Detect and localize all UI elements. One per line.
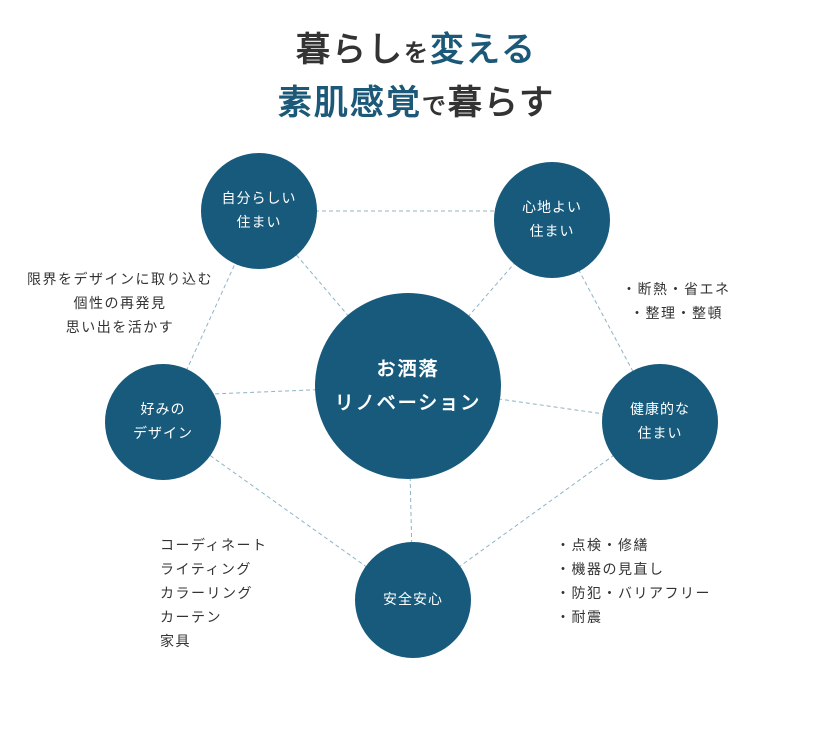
node-label: 住まい (637, 426, 683, 442)
note-line: 家具 (160, 634, 191, 650)
node-label: デザイン (133, 426, 193, 442)
title-part: 暮らす (447, 83, 556, 123)
node-right: 健康的な 住まい (602, 364, 718, 480)
note-line: ライティング (160, 562, 252, 578)
title-part: 暮らし (296, 30, 404, 70)
note-line: カーテン (160, 610, 222, 626)
note-line: 個性の再発見 (73, 296, 167, 312)
node-label: 住まい (236, 215, 282, 231)
title-part: 変える (430, 30, 537, 70)
node-label: 安全安心 (383, 592, 443, 608)
note-line: カラーリング (160, 586, 253, 602)
node-label: お洒落 (376, 358, 440, 380)
node-top-right: 心地よい 住まい (494, 162, 610, 278)
note-line: ・耐震 (556, 610, 603, 626)
node-label: 住まい (529, 224, 575, 240)
note-line: ・整理・整頓 (630, 306, 723, 322)
note-top-left: 限界をデザインに取り込む 個性の再発見 思い出を活かす (18, 268, 222, 340)
note-line: ・点検・修繕 (556, 538, 649, 554)
note-line: 思い出を活かす (65, 320, 175, 336)
node-label: 健康的な (630, 402, 690, 418)
title-part: 素肌感覚 (277, 83, 422, 123)
note-top-right: ・断熱・省エネ ・整理・整頓 (622, 278, 731, 326)
note-bottom-left: コーディネート ライティング カラーリング カーテン 家具 (160, 534, 268, 654)
title-part: で (421, 91, 448, 120)
note-line: ・機器の見直し (556, 562, 665, 578)
center-node: お洒落 リノベーション (315, 293, 501, 479)
note-bottom-right: ・点検・修繕 ・機器の見直し ・防犯・バリアフリー ・耐震 (556, 534, 711, 630)
node-label: 心地よい (522, 200, 582, 216)
node-label: 自分らしい (221, 191, 297, 207)
node-left: 好みの デザイン (105, 364, 221, 480)
node-label: 好みの (140, 402, 186, 418)
note-line: コーディネート (160, 538, 268, 554)
note-line: 限界をデザインに取り込む (27, 272, 213, 288)
title-line-2: 素肌感覚で暮らす (0, 75, 833, 124)
note-line: ・防犯・バリアフリー (556, 586, 711, 602)
note-line: ・断熱・省エネ (622, 282, 731, 298)
node-label: リノベーション (334, 392, 482, 414)
title-part: を (404, 38, 430, 67)
node-bottom: 安全安心 (355, 542, 471, 658)
node-top-left: 自分らしい 住まい (201, 153, 317, 269)
title-line-1: 暮らしを変える (0, 22, 833, 71)
